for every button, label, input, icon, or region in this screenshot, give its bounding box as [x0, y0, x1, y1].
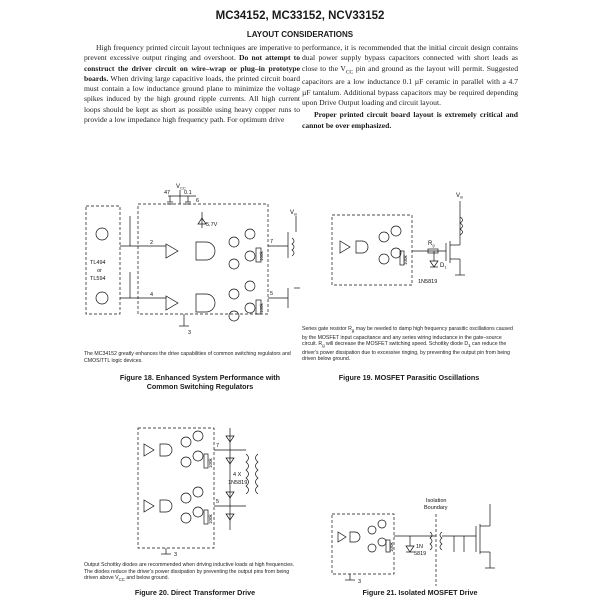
- paragraph: performance, it is recommended that the …: [302, 43, 518, 108]
- figure-18-title-line: Common Switching Regulators: [146, 382, 254, 391]
- or-label: or: [97, 268, 102, 274]
- d1-subscript: 1: [444, 265, 447, 270]
- emphasis-text: Proper printed circuit board layout is e…: [302, 110, 518, 130]
- text-column-right: performance, it is recommended that the …: [302, 43, 518, 133]
- text-run: Output Schottky diodes are recommended w…: [84, 562, 295, 582]
- text-run: High frequency printed circuit layout te…: [84, 43, 300, 63]
- text-run: can reduce the driver's power dissipatio…: [302, 341, 511, 363]
- figure-19-note: Series gate resistor Rg may be needed to…: [302, 326, 516, 363]
- emphasis-text: Do not attempt to construct the driver c…: [84, 53, 300, 83]
- cap-01-label: 0.1: [184, 190, 192, 196]
- d1-text: D: [440, 263, 445, 269]
- figure-18-schematic: VCC 47 0.1 6 5.7V 2 4 7 5 3 100k 100k Vi…: [84, 176, 306, 346]
- resistor-100k-label: 100k: [208, 513, 213, 524]
- text-column-left: High frequency printed circuit layout te…: [84, 43, 300, 127]
- resistor-100k-label: 100k: [208, 457, 213, 468]
- section-title: LAYOUT CONSIDERATIONS: [246, 30, 354, 39]
- vin-text: V: [290, 210, 294, 216]
- vcc-label: VCC: [176, 184, 186, 191]
- pin-7-label: 7: [270, 239, 273, 245]
- zener-voltage-label: 5.7V: [206, 222, 218, 228]
- vin-label: Vin: [456, 193, 463, 200]
- pin-3-label: 3: [358, 579, 361, 585]
- text-run: may be needed to damp high frequency par…: [302, 326, 513, 348]
- text-run: Series gate resistor R: [302, 326, 352, 332]
- figure-19-svg: Vin Rg D1 100k 1N5819: [331, 193, 465, 286]
- figure-19-schematic: Vin Rg D1 100k 1N5819: [330, 185, 490, 305]
- vin-subscript: in: [460, 195, 463, 200]
- vcc-text: V: [176, 184, 180, 190]
- paragraph: Proper printed circuit board layout is e…: [302, 110, 518, 131]
- tl494-label: TL494: [90, 260, 106, 266]
- diode-label: 1N: [416, 544, 423, 550]
- isolation-label: Isolation: [426, 498, 447, 504]
- diode-label: 5819: [414, 551, 426, 557]
- pin-5-label: 5: [270, 291, 273, 297]
- pin-6-label: 6: [196, 198, 199, 204]
- diode-label: 1N5819: [228, 480, 247, 486]
- figure-18-title: Figure 18. Enhanced System Performance w…: [90, 373, 310, 391]
- subscript: CC: [118, 577, 125, 583]
- resistor-100k-label: 100k: [403, 254, 408, 265]
- cap-47-label: 47: [164, 190, 170, 196]
- resistor-100k-label: 100k: [389, 541, 394, 552]
- vcc-subscript: CC: [180, 186, 186, 191]
- pin-2-label: 2: [150, 240, 153, 246]
- subscript: g: [322, 343, 325, 349]
- paragraph: High frequency printed circuit layout te…: [84, 43, 300, 125]
- figure-21-schematic: Isolation Boundary 100k 1N 5819 3: [330, 496, 500, 586]
- figure-18-svg: VCC 47 0.1 6 5.7V 2 4 7 5 3 100k 100k Vi…: [85, 184, 300, 336]
- quantity-label: 4 X: [233, 472, 242, 478]
- text-run: performance, it is recommended that the …: [302, 43, 518, 73]
- boundary-label: Boundary: [424, 505, 448, 511]
- tl594-label: TL594: [90, 276, 106, 282]
- subscript: g: [351, 328, 355, 334]
- text-run: pin and ground as the layout will permit…: [302, 63, 518, 107]
- diode-label: 1N5819: [418, 279, 437, 285]
- figure-21-svg: Isolation Boundary 100k 1N 5819 3: [331, 498, 495, 586]
- rg-label: Rg: [428, 241, 435, 248]
- vin-subscript: in: [294, 212, 297, 217]
- text-run: When driving large capacitive loads, the…: [84, 73, 300, 125]
- pin-7-label: 7: [216, 443, 219, 449]
- rg-text: R: [428, 241, 433, 247]
- subscript: 1: [468, 343, 471, 349]
- page-header: MC34152, MC33152, NCV33152: [215, 10, 385, 22]
- pin-5-label: 5: [216, 499, 219, 505]
- figure-21-title: Figure 21. Isolated MOSFET Drive: [362, 588, 478, 597]
- vin-text: V: [456, 193, 460, 199]
- figure-19-title: Figure 19. MOSFET Parasitic Oscillations: [338, 373, 480, 382]
- pin-3-label: 3: [188, 330, 191, 336]
- pin-3-label: 3: [174, 552, 177, 558]
- rg-subscript: g: [432, 243, 434, 248]
- figure-18-title-line: Figure 18. Enhanced System Performance w…: [119, 373, 281, 382]
- vin-label: Vin: [290, 210, 297, 217]
- figure-18-note: The MC34152 greatly enhances the drive c…: [84, 351, 291, 364]
- subscript: CC: [345, 69, 354, 76]
- resistor-100k-label: 100k: [259, 302, 264, 313]
- figure-20-title: Figure 20. Direct Transformer Drive: [134, 588, 256, 597]
- text-run: and below ground.: [124, 575, 170, 582]
- pin-4-label: 4: [150, 292, 153, 298]
- figure-20-schematic: 7 5 3 100k 100k 4 X 1N5819: [136, 408, 266, 558]
- figure-20-note: Output Schottky diodes are recommended w…: [84, 562, 300, 584]
- d1-label: D1: [440, 263, 447, 270]
- figure-20-svg: 7 5 3 100k 100k 4 X 1N5819: [137, 427, 259, 558]
- resistor-100k-label: 100k: [259, 250, 264, 261]
- text-run: will decrease the MOSFET switching speed…: [324, 341, 469, 348]
